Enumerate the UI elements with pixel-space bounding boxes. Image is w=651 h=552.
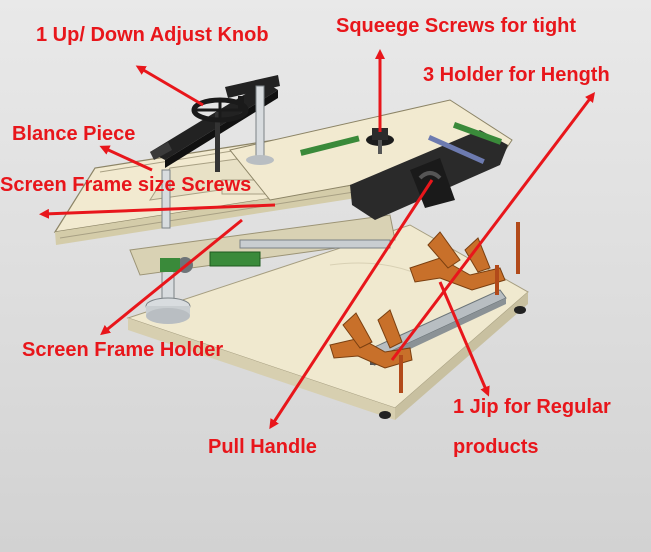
squeegee-screw-knob [366, 128, 394, 154]
label-jip-line2: products [453, 436, 539, 458]
label-holder-length: 3 Holder for Hength [423, 64, 610, 86]
label-squeegee-screws: Squeege Screws for tight [336, 15, 577, 37]
callout-arrows [39, 49, 596, 430]
arrow-holder-length [390, 92, 596, 361]
balance-piece [150, 142, 172, 160]
label-frame-holder: Screen Frame Holder [22, 339, 224, 361]
arrow-up-down-knob [135, 65, 204, 107]
arrow-frame-holder [100, 218, 243, 336]
label-up-down-knob: 1 Up/ Down Adjust Knob [36, 24, 269, 46]
label-balance-piece: Blance Piece [12, 123, 136, 145]
squeegee-carriage [229, 99, 513, 220]
hinge-mechanism [129, 214, 396, 276]
arrow-pull-handle [269, 179, 434, 430]
label-frame-size-screws: Screen Frame size Screws [0, 174, 252, 196]
arrow-jip [438, 281, 490, 397]
label-pull-handle: Pull Handle [208, 436, 317, 458]
label-jip-line1: 1 Jip for Regular [453, 396, 611, 418]
support-column [145, 267, 191, 324]
arrow-frame-size-screws [39, 203, 276, 219]
arrow-balance-piece [99, 145, 153, 172]
up-down-adjust-knob [150, 75, 280, 229]
